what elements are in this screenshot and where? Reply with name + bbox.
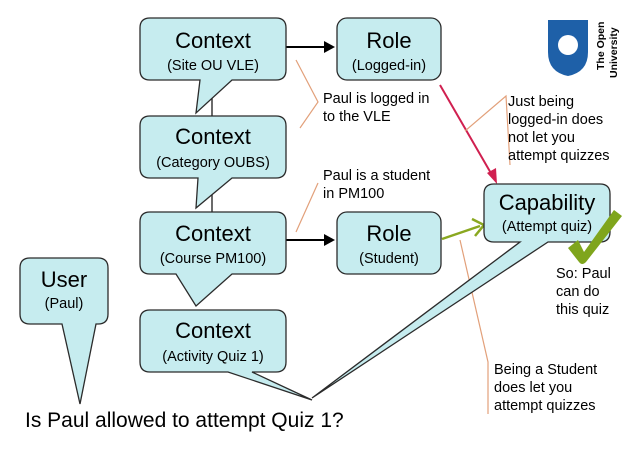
note-not-let-line-1: Just being xyxy=(508,94,574,110)
note-does-let-line-3: attempt quizzes xyxy=(494,398,596,414)
context-activity-subtitle: (Activity Quiz 1) xyxy=(162,349,264,365)
context-course-subtitle: (Course PM100) xyxy=(160,251,266,267)
context-site-box xyxy=(139,17,287,115)
context-activity-title: Context xyxy=(175,318,251,343)
role-student-node: Role (Student) xyxy=(336,211,442,275)
note-does-let-line-1: Being a Student xyxy=(494,362,597,378)
context-course-node: Context (Course PM100) xyxy=(139,211,287,307)
context-category-node: Context (Category OUBS) xyxy=(139,115,287,210)
role-student-title: Role xyxy=(366,221,411,246)
context-course-box xyxy=(139,211,287,307)
context-course-title: Context xyxy=(175,221,251,246)
note-does-let: Being a Student does let you attempt qui… xyxy=(494,362,597,414)
context-category-subtitle: (Category OUBS) xyxy=(156,155,270,171)
logo-line-1: The Open xyxy=(595,22,607,70)
check-icon xyxy=(568,210,622,264)
note-so-line-2: can do xyxy=(556,284,600,300)
arrowhead-logged-in-to-capability xyxy=(487,168,497,184)
note-logged-in-line-2: to the VLE xyxy=(323,109,391,125)
note-not-let-line-3: not let you xyxy=(508,130,575,146)
user-node: User (Paul) xyxy=(19,257,109,405)
open-university-logo: The Open University xyxy=(548,20,620,78)
capability-title: Capability xyxy=(499,190,596,215)
note-student-line-1: Paul is a student xyxy=(323,168,430,184)
pointer-logged-in-note xyxy=(295,59,319,129)
context-site-subtitle: (Site OU VLE) xyxy=(167,58,259,74)
context-site-node: Context (Site OU VLE) xyxy=(139,17,287,115)
role-logged-in-title: Role xyxy=(366,28,411,53)
capability-subtitle: (Attempt quiz) xyxy=(502,219,592,235)
arrowhead-site-to-role xyxy=(324,41,335,53)
context-category-box xyxy=(139,115,287,210)
note-so: So: Paul can do this quiz xyxy=(556,266,611,318)
role-student-box xyxy=(336,211,442,275)
capability-node: Capability (Attempt quiz) xyxy=(311,183,611,399)
note-student: Paul is a student in PM100 xyxy=(323,168,430,202)
note-student-line-2: in PM100 xyxy=(323,186,384,202)
note-not-let-line-2: logged-in does xyxy=(508,112,603,128)
note-does-let-line-2: does let you xyxy=(494,380,572,396)
question-text: Is Paul allowed to attempt Quiz 1? xyxy=(25,409,344,432)
user-box xyxy=(19,257,109,405)
user-title: User xyxy=(41,267,87,292)
note-logged-in: Paul is logged in to the VLE xyxy=(323,91,429,125)
role-student-subtitle: (Student) xyxy=(359,251,419,267)
role-logged-in-box xyxy=(336,17,442,81)
logo-line-2: University xyxy=(608,27,620,78)
logo-circle-icon xyxy=(558,35,578,55)
arrow-student-to-capability xyxy=(441,224,481,241)
context-site-title: Context xyxy=(175,28,251,53)
note-so-line-3: this quiz xyxy=(556,302,609,318)
arrowhead-course-to-role xyxy=(324,234,335,246)
role-logged-in-subtitle: (Logged-in) xyxy=(352,58,426,74)
role-logged-in-node: Role (Logged-in) xyxy=(336,17,442,81)
context-category-title: Context xyxy=(175,124,251,149)
context-activity-node: Context (Activity Quiz 1) xyxy=(139,309,313,401)
note-not-let: Just being logged-in does not let you at… xyxy=(508,94,610,164)
note-so-line-1: So: Paul xyxy=(556,266,611,282)
context-activity-box xyxy=(139,309,313,401)
note-not-let-line-4: attempt quizzes xyxy=(508,148,610,164)
pointer-not-let-note xyxy=(464,94,511,166)
pointer-does-let-note xyxy=(459,239,489,414)
pointer-student-note xyxy=(295,182,319,233)
note-logged-in-line-1: Paul is logged in xyxy=(323,91,429,107)
user-subtitle: (Paul) xyxy=(45,296,84,312)
capability-box xyxy=(311,183,611,399)
